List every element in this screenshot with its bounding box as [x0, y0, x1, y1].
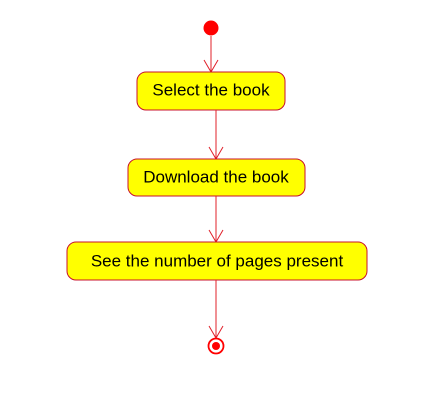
action-node-box [136, 71, 286, 111]
action-label: Select the book [152, 80, 270, 99]
flow-arrow-4 [208, 280, 224, 339]
flow-arrow-3 [208, 196, 224, 243]
flow-arrow-1 [203, 36, 219, 73]
flow-arrow-2 [208, 110, 224, 160]
action-node-select-book: Select the book [136, 71, 286, 111]
action-node-box [66, 241, 368, 281]
action-label: See the number of pages present [91, 251, 344, 270]
action-node-download-book: Download the book [127, 158, 306, 197]
initial-node [203, 20, 219, 36]
action-label: Download the book [143, 167, 289, 186]
action-node-see-pages: See the number of pages present [66, 241, 368, 281]
final-node [207, 337, 225, 355]
final-node-dot [212, 342, 220, 350]
